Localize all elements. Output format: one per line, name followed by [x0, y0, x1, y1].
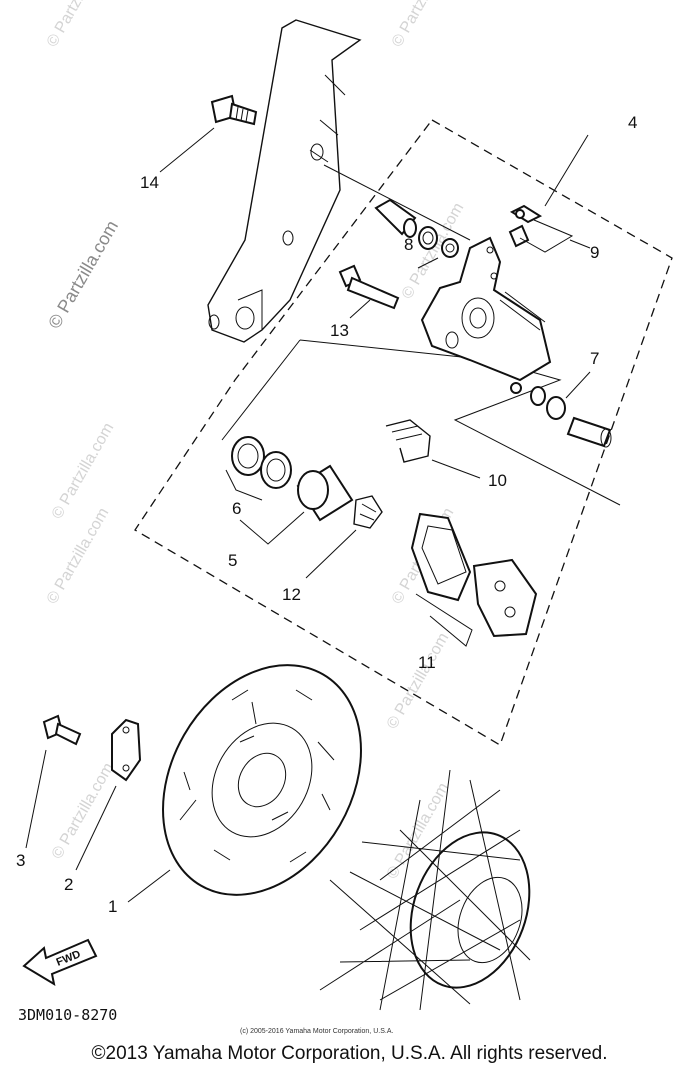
- callout-3: 3: [16, 851, 25, 870]
- brake-pads-drawing: [410, 512, 538, 647]
- piston-seal-drawing: [225, 436, 354, 545]
- watermark-light: © Partzilla.com: [384, 630, 453, 732]
- wheel-hub-drawing: [319, 769, 531, 1011]
- caliper-body-drawing: [420, 236, 552, 382]
- fork-leg-drawing: [207, 19, 362, 343]
- bleed-screw-drawing: [508, 204, 574, 253]
- callout-13: 13: [330, 321, 349, 340]
- callout-2: 2: [64, 875, 73, 894]
- watermark-light: © Partzilla.com: [49, 420, 118, 522]
- callout-8: 8: [404, 235, 413, 254]
- slide-pin-drawing: [374, 198, 459, 269]
- pin-7-drawing: [510, 371, 612, 448]
- watermark: © Partzilla.com: [44, 217, 122, 332]
- watermark-light: © Partzilla.com: [44, 0, 113, 50]
- pin-13-drawing: [338, 264, 400, 319]
- lock-washer-2-drawing: [75, 718, 142, 871]
- watermark-light: © Partzilla.com: [389, 0, 458, 50]
- watermark-light: © Partzilla.com: [49, 760, 118, 862]
- small-copyright: (c) 2005-2016 Yamaha Motor Corporation, …: [240, 1028, 393, 1035]
- footer-copyright: ©2013 Yamaha Motor Corporation, U.S.A. A…: [91, 1043, 608, 1064]
- bolt-14-drawing: [159, 94, 258, 173]
- fwd-arrow-icon: FWD: [22, 938, 98, 987]
- callout-11: 11: [418, 653, 436, 672]
- brake-disc-drawing: [162, 664, 362, 896]
- callout-12: 12: [282, 585, 301, 604]
- watermark-light: © Partzilla.com: [44, 505, 113, 607]
- callout-7: 7: [590, 349, 599, 368]
- callout-14: 14: [140, 173, 159, 192]
- caliper-assembly-outline: [134, 119, 673, 746]
- callout-4: 4: [628, 113, 637, 132]
- callout-5: 5: [228, 551, 237, 570]
- callout-9: 9: [590, 243, 599, 262]
- drawing-code: 3DM010-8270: [18, 1006, 117, 1024]
- callout-6: 6: [232, 499, 241, 518]
- callout-1: 1: [108, 897, 117, 916]
- pad-spring-10-drawing: [385, 419, 481, 479]
- pad-spring-12-drawing: [305, 495, 383, 579]
- bolt-3-drawing: [25, 714, 82, 849]
- callout-10: 10: [488, 471, 507, 490]
